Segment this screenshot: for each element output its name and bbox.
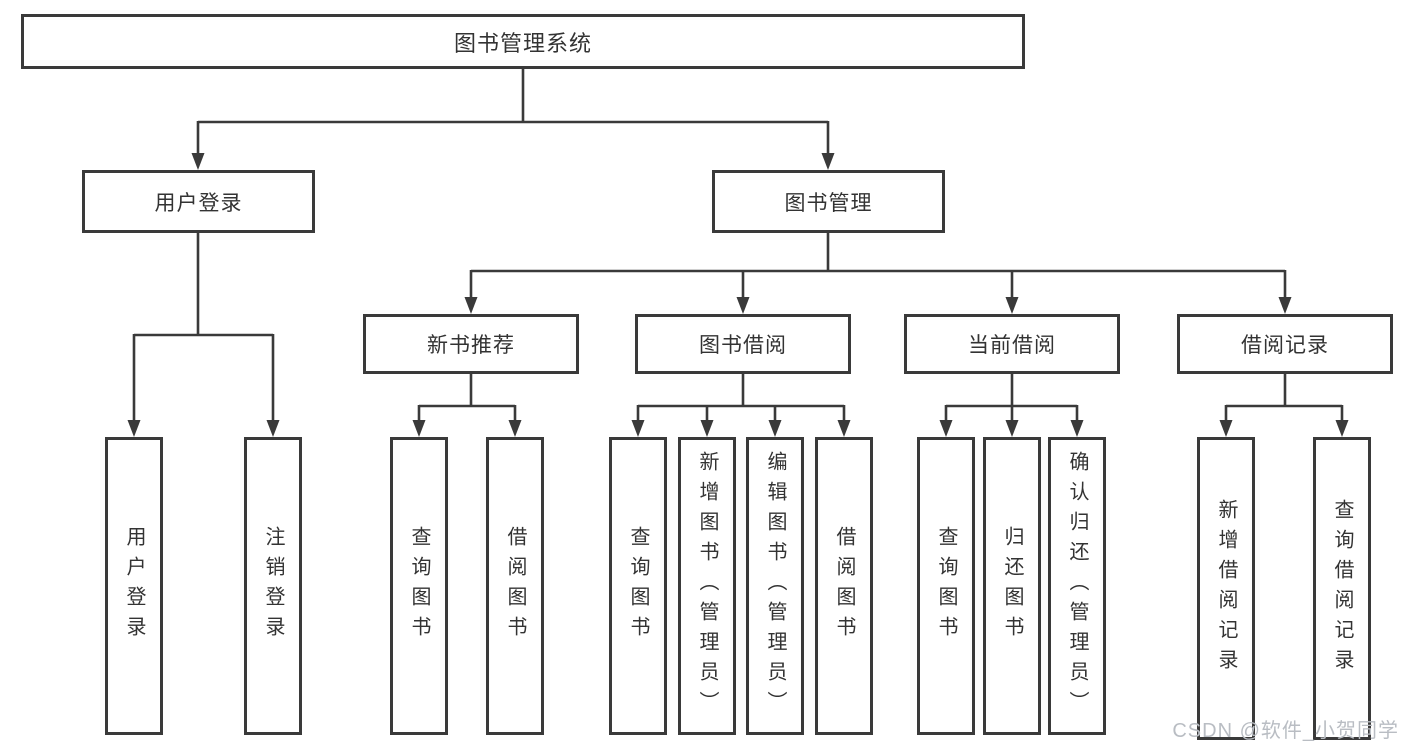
leaf-logout-label: 注销登录	[262, 526, 284, 646]
node-new-book-recommend: 新书推荐	[363, 314, 579, 374]
leaf-borrow-books: 借阅图书	[815, 437, 873, 735]
leaf-query-books-borrow: 查询图书	[609, 437, 667, 735]
leaf-return-books: 归还图书	[983, 437, 1041, 735]
leaf-query-books-current-label: 查询图书	[935, 526, 957, 646]
leaf-add-borrow-record-label: 新增借阅记录	[1215, 498, 1237, 679]
node-book-borrowing: 图书借阅	[635, 314, 851, 374]
leaf-query-borrow-record: 查询借阅记录	[1313, 437, 1371, 740]
node-current-borrowing: 当前借阅	[904, 314, 1120, 374]
node-library-management-system: 图书管理系统	[21, 14, 1025, 69]
leaf-borrow-books-label: 借阅图书	[833, 526, 855, 646]
leaf-query-books-current: 查询图书	[917, 437, 975, 735]
leaf-query-books-recommend: 查询图书	[390, 437, 448, 735]
leaf-return-books-label: 归还图书	[1001, 526, 1023, 646]
leaf-add-books-admin: 新增图书（管理员）	[678, 437, 736, 735]
node-user-login: 用户登录	[82, 170, 315, 233]
leaf-user-login: 用户登录	[105, 437, 163, 735]
csdn-watermark: CSDN @软件_小贺同学	[1172, 720, 1399, 742]
leaf-edit-books-admin-label: 编辑图书（管理员）	[764, 451, 786, 721]
leaf-logout: 注销登录	[244, 437, 302, 735]
node-borrowing-records: 借阅记录	[1177, 314, 1393, 374]
leaf-borrow-books-recommend-label: 借阅图书	[504, 526, 526, 646]
leaf-confirm-return-admin: 确认归还（管理员）	[1048, 437, 1106, 735]
leaf-query-books-borrow-label: 查询图书	[627, 526, 649, 646]
leaf-query-borrow-record-label: 查询借阅记录	[1331, 498, 1353, 679]
leaf-add-books-admin-label: 新增图书（管理员）	[696, 451, 718, 721]
leaf-user-login-label: 用户登录	[123, 526, 145, 646]
leaf-borrow-books-recommend: 借阅图书	[486, 437, 544, 735]
node-book-management: 图书管理	[712, 170, 945, 233]
leaf-query-books-recommend-label: 查询图书	[408, 526, 430, 646]
leaf-edit-books-admin: 编辑图书（管理员）	[746, 437, 804, 735]
leaf-add-borrow-record: 新增借阅记录	[1197, 437, 1255, 740]
leaf-confirm-return-admin-label: 确认归还（管理员）	[1066, 451, 1088, 721]
